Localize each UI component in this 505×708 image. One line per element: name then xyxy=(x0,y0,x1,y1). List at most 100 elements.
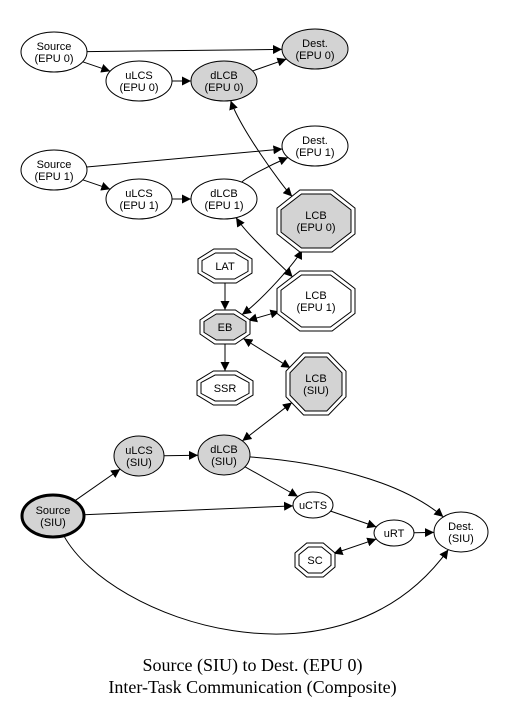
edge-srcsiu-to-ucts xyxy=(83,501,294,516)
node-shape-ellipse xyxy=(190,178,258,220)
node-label-dlcb1-line2: (EPU 1) xyxy=(204,200,243,212)
edges-layer xyxy=(63,44,449,635)
node-shape-ellipse xyxy=(113,435,165,477)
edge-src1-to-dest1 xyxy=(86,145,283,168)
node-label-eb-line1: EB xyxy=(218,322,233,334)
node-shape-ellipse xyxy=(373,519,415,547)
node-label-dest1-line2: (EPU 1) xyxy=(295,147,334,159)
node-shape-ellipse xyxy=(105,178,173,220)
node-ulcs0: uLCS(EPU 0) xyxy=(105,60,173,102)
node-shape-ellipse xyxy=(292,491,334,519)
edge-dlcbsiu-to-lcbsiu xyxy=(242,402,293,442)
node-shape-ellipse xyxy=(20,149,88,191)
node-shape-octagon-inner xyxy=(200,374,250,402)
node-shape-octagon-inner xyxy=(280,193,352,249)
node-shape-octagon-inner xyxy=(289,356,343,412)
node-label-lcb1-line1: LCB xyxy=(305,290,326,302)
edge-dlcb0-to-lcb0 xyxy=(229,100,293,197)
node-shape-ellipse xyxy=(281,125,349,167)
node-label-destsiu-line1: Dest. xyxy=(448,521,474,533)
edge-lcb1-to-eb xyxy=(247,309,280,323)
node-label-ucts-line1: uCTS xyxy=(299,500,327,512)
node-label-lat-line1: LAT xyxy=(215,261,235,273)
diagram-caption-title: Source (SIU) to Dest. (EPU 0) xyxy=(142,655,363,675)
node-label-src0-line1: Source xyxy=(37,41,72,53)
edge-sc-to-urt xyxy=(333,537,377,556)
node-shape-ellipse xyxy=(190,60,258,102)
edge-srcsiu-to-ulcssiu xyxy=(74,468,121,502)
node-sc: SC xyxy=(294,542,336,578)
node-label-sc-line1: SC xyxy=(307,555,322,567)
node-label-dlcbsiu-line2: (SIU) xyxy=(211,456,237,468)
node-label-ulcssiu-line1: uLCS xyxy=(125,445,153,457)
node-dest1: Dest.(EPU 1) xyxy=(281,125,349,167)
edge-lcb0-to-eb xyxy=(241,249,303,315)
node-lat: LAT xyxy=(197,248,253,284)
edge-dlcbsiu-to-destsiu xyxy=(249,456,444,518)
node-label-urt-line1: uRT xyxy=(384,528,405,540)
node-label-lcbsiu-line2: (SIU) xyxy=(303,385,329,397)
node-eb: EB xyxy=(199,309,251,345)
node-label-lcbsiu-line1: LCB xyxy=(305,373,326,385)
edge-dlcb1-to-dest1 xyxy=(241,156,289,183)
node-destsiu: Dest.(SIU) xyxy=(433,511,489,553)
node-urt: uRT xyxy=(373,519,415,547)
node-ulcs1: uLCS(EPU 1) xyxy=(105,178,173,220)
node-label-ulcs1-line2: (EPU 1) xyxy=(119,200,158,212)
node-label-dlcb0-line2: (EPU 0) xyxy=(204,82,243,94)
node-ucts: uCTS xyxy=(292,491,334,519)
nodes-layer: Source(EPU 0)uLCS(EPU 0)dLCB(EPU 0)Dest.… xyxy=(20,28,489,578)
diagram-caption-subtitle: Inter-Task Communication (Composite) xyxy=(108,677,397,697)
node-dlcb1: dLCB(EPU 1) xyxy=(190,178,258,220)
node-label-srcsiu-line2: (SIU) xyxy=(40,517,66,529)
node-shape-ellipse xyxy=(105,60,173,102)
node-shape-octagon-inner xyxy=(203,313,247,341)
edge-src0-to-dest0 xyxy=(86,44,283,54)
node-label-ulcs0-line2: (EPU 0) xyxy=(119,82,158,94)
edge-src1-to-ulcs1 xyxy=(82,179,111,191)
node-label-destsiu-line2: (SIU) xyxy=(448,533,474,545)
node-label-dest1-line1: Dest. xyxy=(302,135,328,147)
edge-dlcbsiu-to-ucts xyxy=(244,466,299,497)
node-label-ulcs0-line1: uLCS xyxy=(125,70,153,82)
node-label-srcsiu-line1: Source xyxy=(36,505,71,517)
node-label-ssr-line1: SSR xyxy=(214,383,237,395)
node-label-dest0-line1: Dest. xyxy=(302,38,328,50)
node-label-lcb0-line2: (EPU 0) xyxy=(296,222,335,234)
node-label-lcb1-line2: (EPU 1) xyxy=(296,302,335,314)
node-shape-ellipse xyxy=(281,28,349,70)
node-shape-ellipse xyxy=(20,493,86,539)
node-src0: Source(EPU 0) xyxy=(20,31,88,73)
node-lcbsiu: LCB(SIU) xyxy=(285,352,347,416)
node-shape-octagon-inner xyxy=(201,252,249,280)
node-label-dlcbsiu-line1: dLCB xyxy=(210,444,238,456)
node-shape-octagon-inner xyxy=(298,546,332,574)
node-shape-ellipse xyxy=(197,434,251,476)
edge-srcsiu-to-destsiu xyxy=(63,535,449,635)
node-label-src0-line2: (EPU 0) xyxy=(34,53,73,65)
node-label-src1-line1: Source xyxy=(37,159,72,171)
edge-dlcb0-to-dest0 xyxy=(252,57,287,72)
node-shape-ellipse xyxy=(20,31,88,73)
node-dlcb0: dLCB(EPU 0) xyxy=(190,60,258,102)
node-label-dlcb0-line1: dLCB xyxy=(210,70,238,82)
node-dlcbsiu: dLCB(SIU) xyxy=(197,434,251,476)
node-label-src1-line2: (EPU 1) xyxy=(34,171,73,183)
node-label-lcb0-line1: LCB xyxy=(305,210,326,222)
node-dest0: Dest.(EPU 0) xyxy=(281,28,349,70)
node-src1: Source(EPU 1) xyxy=(20,149,88,191)
node-ssr: SSR xyxy=(196,370,254,406)
edge-ucts-to-urt xyxy=(330,510,377,529)
node-lcb0: LCB(EPU 0) xyxy=(276,189,356,253)
node-lcb1: LCB(EPU 1) xyxy=(276,270,356,332)
node-shape-ellipse xyxy=(433,511,489,553)
edge-eb-to-lcbsiu xyxy=(243,338,291,369)
node-label-dest0-line2: (EPU 0) xyxy=(295,50,334,62)
node-label-dlcb1-line1: dLCB xyxy=(210,188,238,200)
node-label-ulcssiu-line2: (SIU) xyxy=(126,457,152,469)
edge-src0-to-ulcs0 xyxy=(82,61,111,73)
node-ulcssiu: uLCS(SIU) xyxy=(113,435,165,477)
node-srcsiu: Source(SIU) xyxy=(20,493,86,539)
node-shape-octagon-inner xyxy=(280,274,352,328)
